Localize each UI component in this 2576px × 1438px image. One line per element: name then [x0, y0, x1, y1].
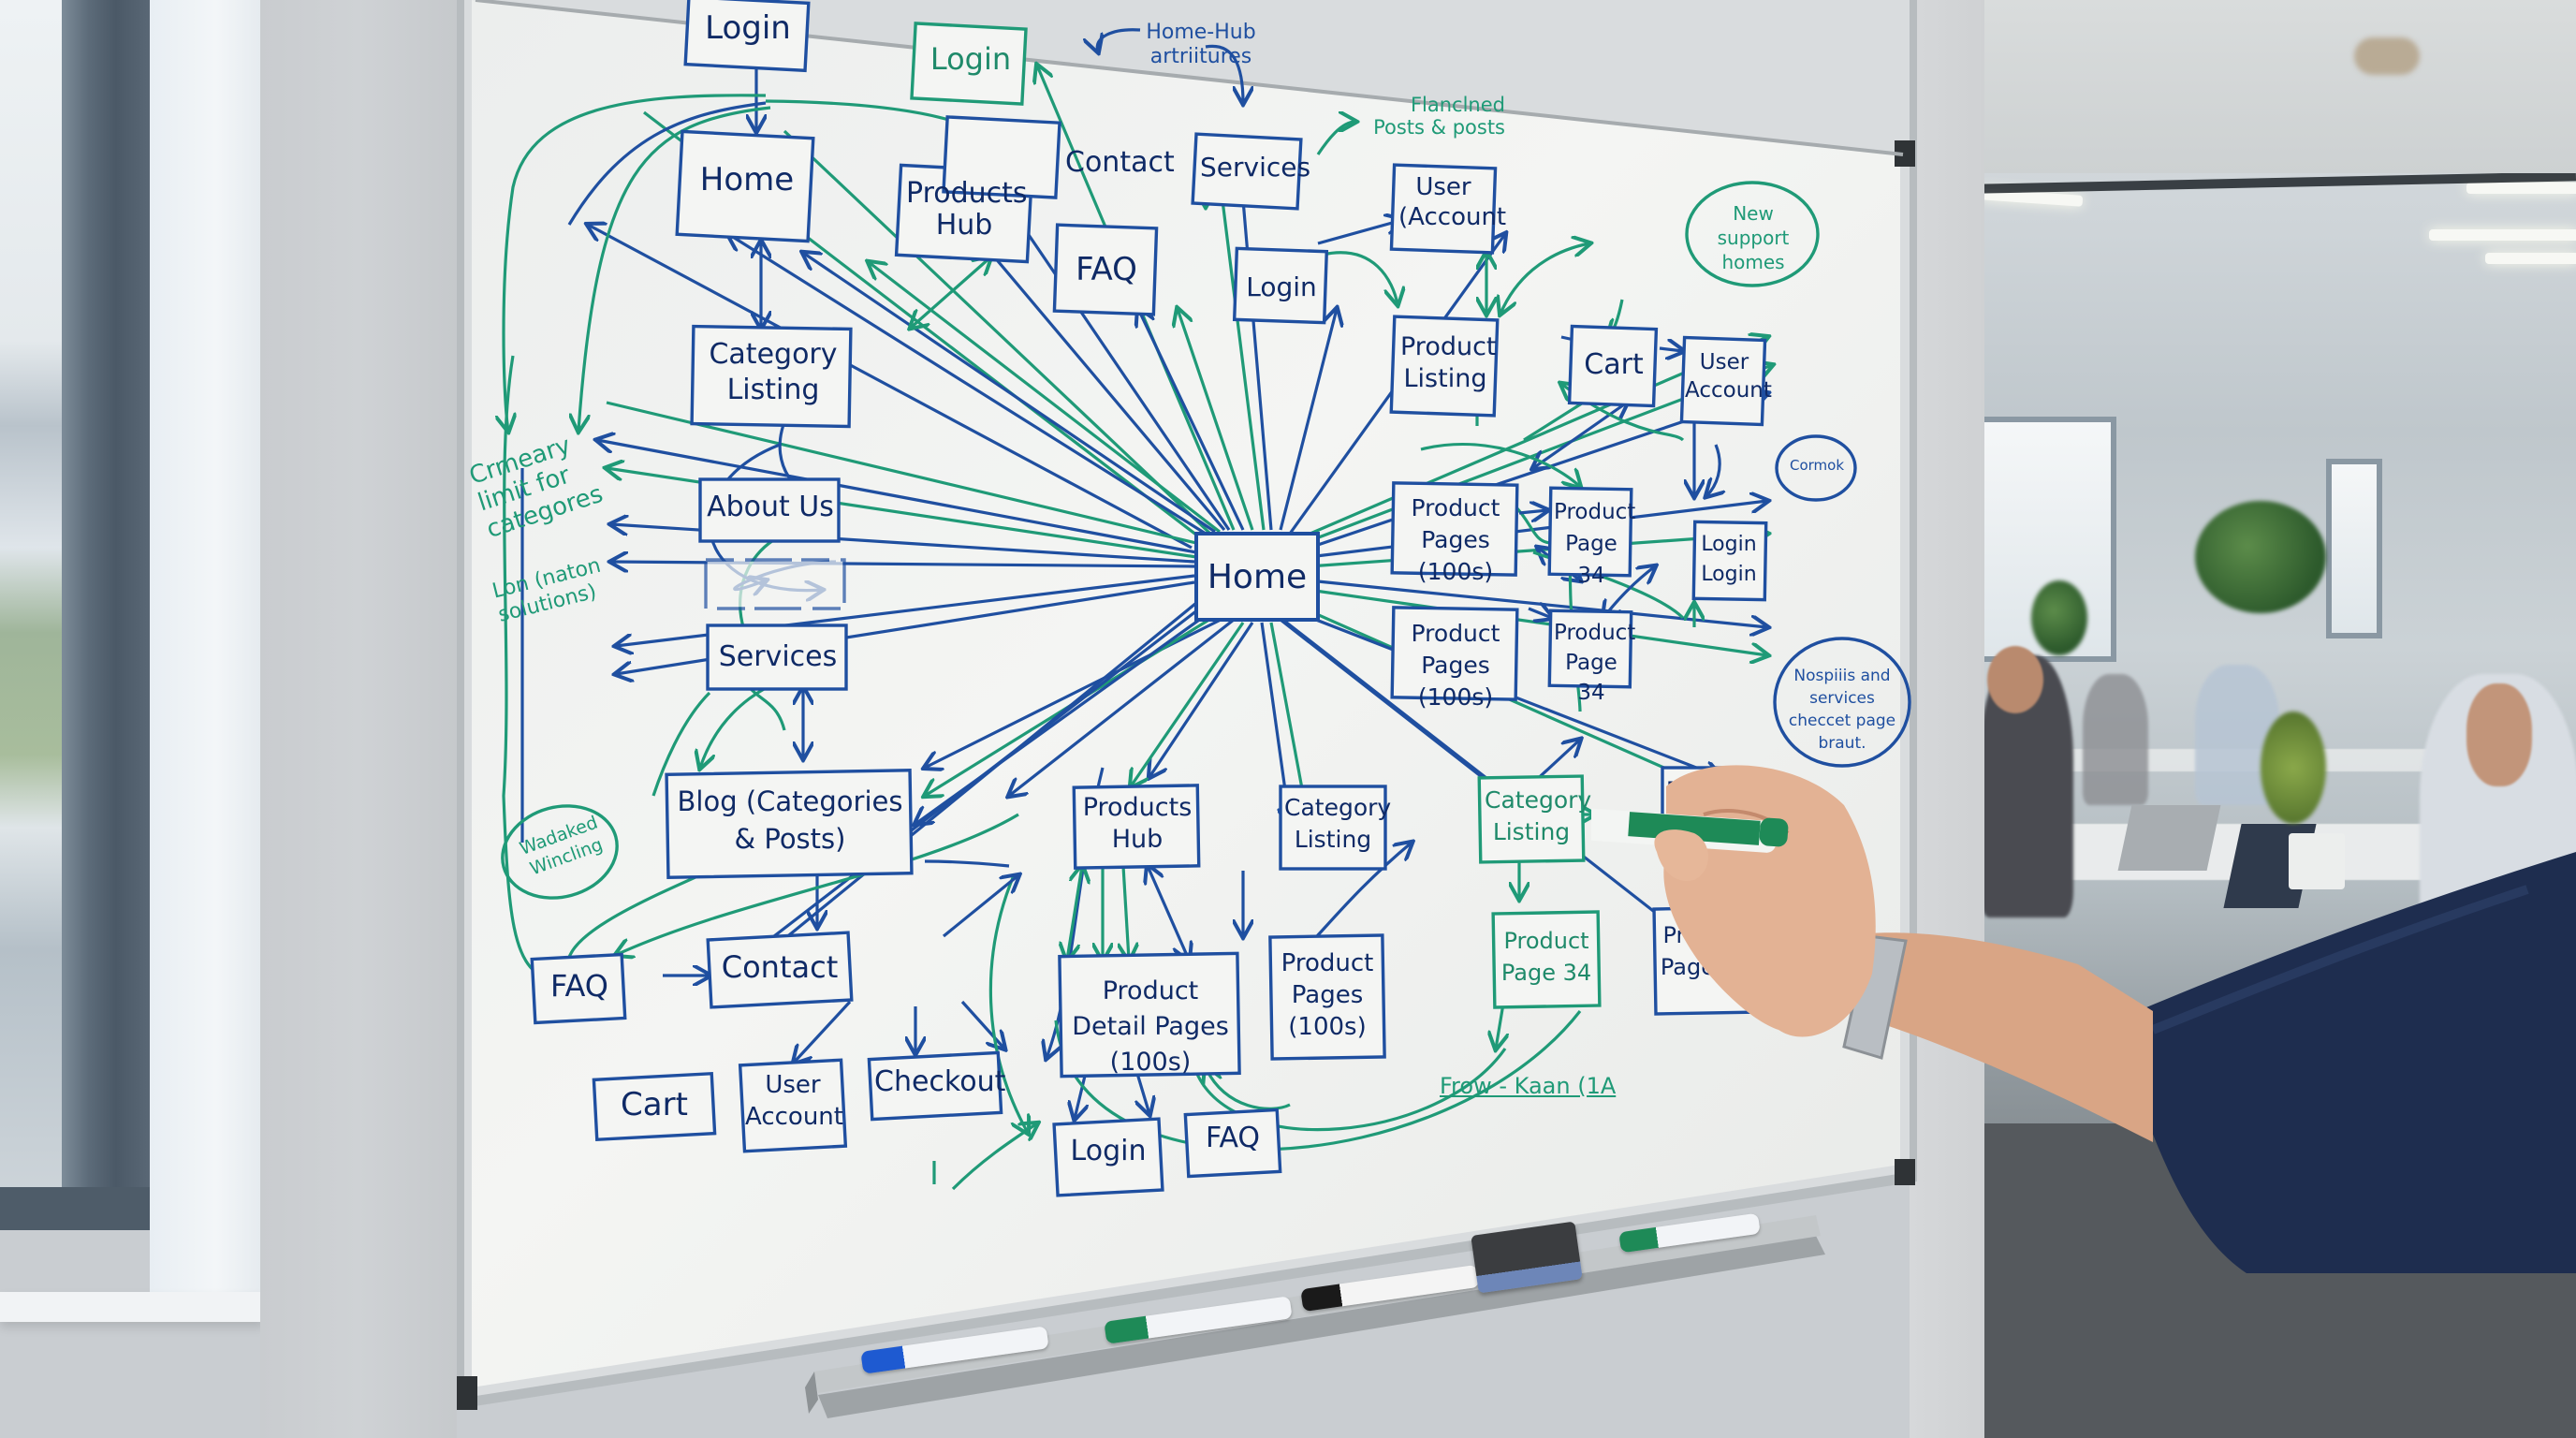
person	[2083, 674, 2148, 805]
plant-pot	[2289, 833, 2345, 889]
plant	[2031, 580, 2087, 655]
whiteboard: Login Login Home Products Hub Contact Se…	[457, 0, 1922, 1414]
snake-plant	[2261, 712, 2326, 824]
plant	[2195, 501, 2326, 613]
window-frame	[62, 0, 152, 1217]
drawing-hand	[1591, 765, 2576, 1273]
ceiling-light	[2429, 229, 2576, 241]
whiteboard-surface	[457, 0, 1917, 1410]
window-frame-bottom	[0, 1187, 152, 1230]
wall	[260, 0, 457, 1438]
window-sill	[0, 1292, 264, 1322]
office-window	[2326, 459, 2382, 638]
ceiling-light	[2485, 253, 2576, 264]
window-reveal	[150, 0, 260, 1301]
window-view	[0, 0, 66, 1217]
ceiling-light	[2466, 183, 2576, 194]
wall-pillar	[1910, 0, 1984, 1438]
